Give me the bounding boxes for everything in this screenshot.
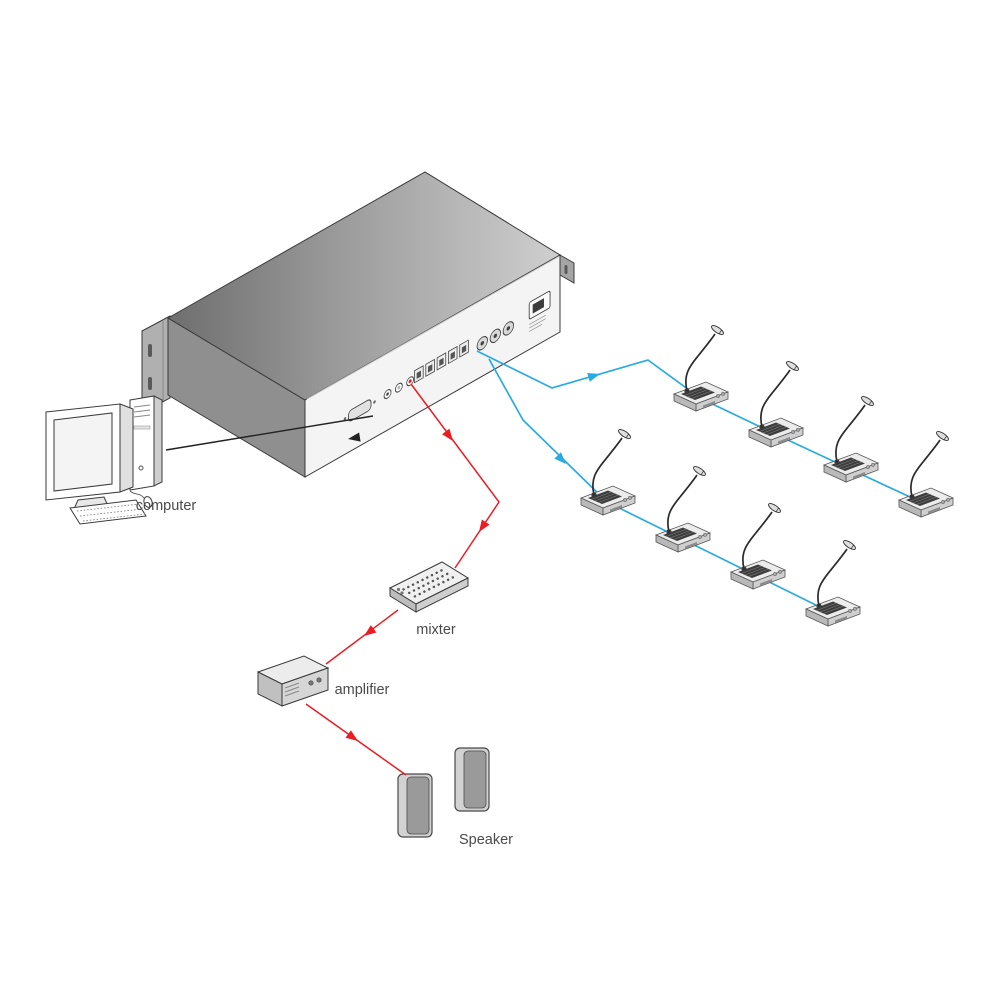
mic-unit-bottom-4: [805, 537, 861, 627]
amplifier-label: amplifier: [335, 682, 390, 698]
rack-ear-left: [141, 315, 171, 414]
arrowhead-blue-top: [587, 369, 602, 382]
mic-unit-bottom-1: [580, 426, 636, 516]
cable-red-unit-to-mixer: [410, 383, 500, 569]
xlr-ports: [476, 321, 514, 351]
mic-unit-top-3: [823, 393, 879, 483]
computer-label: computer: [136, 498, 197, 514]
mic-unit-top-1: [673, 322, 729, 412]
power-inlet: [528, 290, 551, 332]
network-ports: [414, 339, 469, 384]
mic-unit-top-4: [898, 428, 954, 518]
speaker-left: [397, 773, 433, 838]
arrowhead-blue-bottom: [554, 452, 570, 468]
mic-unit-bottom-3: [730, 500, 786, 590]
mic-unit-bottom-2: [655, 463, 711, 553]
amplifier: [256, 655, 330, 707]
audio-jacks: [383, 382, 403, 400]
central-controller: [141, 171, 575, 478]
vga-port: [343, 399, 376, 422]
tower: [129, 395, 163, 491]
mic-unit-top-2: [748, 358, 804, 448]
mixer-label: mixter: [416, 622, 456, 638]
monitor: [45, 403, 134, 510]
cable-red-mixer-to-amplifier: [325, 609, 399, 665]
speaker-label: Speaker: [459, 832, 513, 848]
rca-jack-red: [406, 376, 415, 387]
cable-blue-top-chain: [476, 350, 926, 505]
mouse: [129, 490, 153, 508]
arrowhead-red-2: [475, 519, 490, 535]
speaker-right: [454, 747, 490, 812]
mixer: [388, 561, 470, 613]
rack-ear-right: [559, 254, 575, 284]
front-panel-ports: [343, 290, 551, 422]
cable-black-computer: [165, 415, 374, 451]
arrowhead-red-4: [345, 730, 361, 745]
computer: [45, 395, 163, 525]
keyboard: [69, 499, 147, 525]
